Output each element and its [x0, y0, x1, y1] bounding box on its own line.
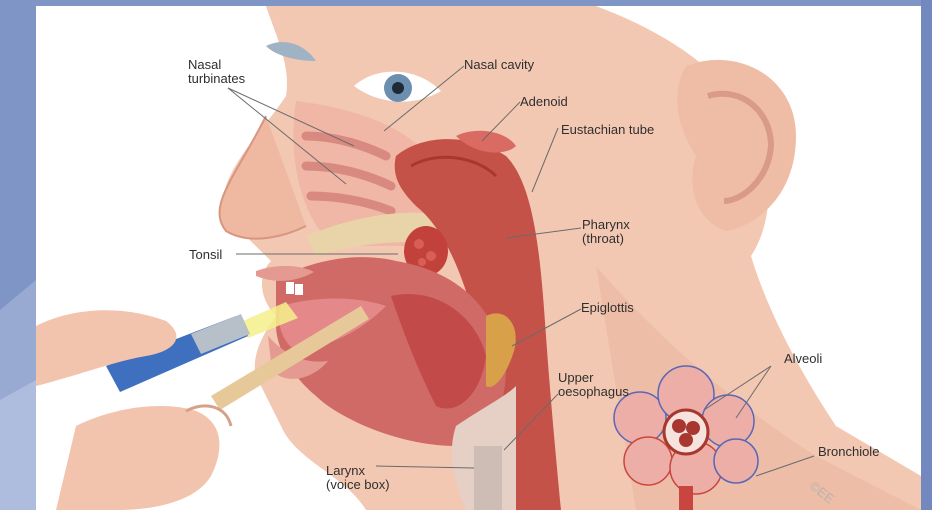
label-larynx-line2: (voice box) [326, 478, 390, 492]
label-upper-oesophagus-line1: Upper [558, 371, 629, 385]
label-pharynx-line1: Pharynx [582, 218, 630, 232]
label-nasal-turbinates-line2: turbinates [188, 72, 245, 86]
label-adenoid: Adenoid [520, 95, 568, 109]
label-pharynx-line2: (throat) [582, 232, 630, 246]
label-alveoli: Alveoli [784, 352, 822, 366]
label-nasal-cavity: Nasal cavity [464, 58, 534, 72]
label-pharynx: Pharynx (throat) [582, 218, 630, 246]
label-upper-oesophagus: Upper oesophagus [558, 371, 629, 399]
label-nasal-turbinates-line1: Nasal [188, 58, 245, 72]
label-larynx-line1: Larynx [326, 464, 390, 478]
label-epiglottis: Epiglottis [581, 301, 634, 315]
label-nasal-turbinates: Nasal turbinates [188, 58, 245, 86]
throat-anatomy-illustration [36, 6, 921, 510]
label-bronchiole: Bronchiole [818, 445, 879, 459]
label-tonsil: Tonsil [189, 248, 222, 262]
label-larynx: Larynx (voice box) [326, 464, 390, 492]
anatomy-illustration-frame: Nasal turbinates Nasal cavity Adenoid Eu… [36, 6, 921, 510]
label-upper-oesophagus-line2: oesophagus [558, 385, 629, 399]
label-eustachian-tube: Eustachian tube [561, 123, 654, 137]
